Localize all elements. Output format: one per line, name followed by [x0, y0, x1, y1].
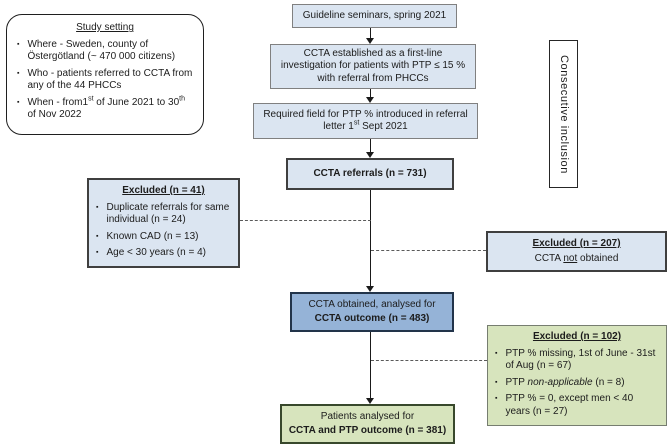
final-outcome-line2: CCTA and PTP outcome (n = 381): [288, 424, 447, 436]
ccta-referrals-text: CCTA referrals (n = 731): [313, 167, 427, 179]
bullet-icon: ▪: [17, 98, 20, 106]
ccta-established-box: CCTA established as a first-line investi…: [270, 44, 476, 89]
ccta-established-text: CCTA established as a first-line investi…: [280, 47, 466, 84]
ccta-obtained-line1: CCTA obtained, analysed for: [308, 299, 436, 310]
list-item: ▪ Who - patients referred to CCTA from a…: [17, 68, 193, 93]
bullet-icon: ▪: [495, 395, 498, 402]
dashed-connector-excluded-41: [240, 220, 371, 221]
ccta-obtained-line2: CCTA outcome (n = 483): [314, 312, 430, 324]
list-item: ▪ Duplicate referrals for same individua…: [96, 202, 231, 227]
excluded-207-text: CCTA not obtained: [534, 252, 619, 264]
final-outcome-box: Patients analysed for CCTA and PTP outco…: [280, 404, 455, 444]
list-item: ▪ Known CAD (n = 13): [96, 231, 231, 244]
bullet-icon: ▪: [495, 349, 498, 357]
list-item: ▪ PTP % missing, 1st of June - 31st of A…: [495, 348, 659, 373]
excluded-207-title: Excluded (n = 207): [532, 238, 621, 249]
final-outcome-line1: Patients analysed for: [320, 411, 415, 422]
excluded-207-box: Excluded (n = 207) CCTA not obtained: [486, 231, 667, 272]
down-arrow-icon: [366, 28, 375, 44]
list-item: ▪ Age < 30 years (n = 4): [96, 247, 231, 260]
bullet-icon: ▪: [96, 232, 99, 240]
dashed-connector-excluded-207: [371, 250, 486, 251]
bullet-icon: ▪: [495, 378, 498, 386]
excluded-102-panel: Excluded (n = 102) ▪ PTP % missing, 1st …: [487, 325, 667, 426]
bullet-icon: ▪: [96, 249, 99, 256]
consecutive-inclusion-box: Consecutive inclusion: [549, 40, 578, 188]
excluded-41-panel: Excluded (n = 41) ▪ Duplicate referrals …: [87, 178, 240, 268]
list-item: ▪ PTP non-applicable (n = 8): [495, 377, 659, 390]
list-item-text: Age < 30 years (n = 4): [106, 247, 206, 258]
ccta-obtained-box: CCTA obtained, analysed for CCTA outcome…: [290, 292, 454, 332]
list-item-text: PTP % missing, 1st of June - 31st of Aug…: [505, 347, 656, 372]
down-arrow-icon: [366, 332, 375, 404]
list-item-text: PTP non-applicable (n = 8): [505, 376, 625, 388]
study-setting-panel: Study setting ▪ Where - Sweden, county o…: [6, 14, 204, 135]
list-item-text: PTP % = 0, except men < 40 years (n = 27…: [505, 393, 634, 417]
list-item-text: Where - Sweden, county of Östergötland (…: [27, 38, 176, 63]
dashed-connector-excluded-102: [371, 360, 487, 361]
down-arrow-icon: [366, 139, 375, 158]
down-arrow-icon: [366, 190, 375, 292]
bullet-icon: ▪: [17, 40, 20, 48]
excluded-41-title: Excluded (n = 41): [122, 185, 205, 196]
required-field-box: Required field for PTP % introduced in r…: [253, 103, 478, 139]
list-item: ▪ Where - Sweden, county of Östergötland…: [17, 39, 193, 64]
consecutive-inclusion-text: Consecutive inclusion: [557, 54, 570, 174]
list-item: ▪ PTP % = 0, except men < 40 years (n = …: [495, 393, 659, 418]
guideline-seminars-box: Guideline seminars, spring 2021: [292, 4, 457, 28]
excluded-102-title: Excluded (n = 102): [532, 331, 622, 342]
study-setting-title: Study setting: [76, 22, 134, 33]
list-item-text: Duplicate referrals for same individual …: [106, 201, 230, 226]
bullet-icon: ▪: [17, 69, 20, 77]
ccta-referrals-box: CCTA referrals (n = 731): [286, 158, 454, 190]
list-item-text: Known CAD (n = 13): [106, 230, 199, 242]
guideline-seminars-text: Guideline seminars, spring 2021: [302, 9, 447, 21]
list-item-text: When - from1st of June 2021 to 30th of N…: [27, 95, 185, 120]
bullet-icon: ▪: [96, 203, 99, 211]
down-arrow-icon: [366, 89, 375, 103]
list-item-text: Who - patients referred to CCTA from any…: [27, 67, 193, 92]
list-item: ▪ When - from1st of June 2021 to 30th of…: [17, 95, 193, 122]
required-field-text: Required field for PTP % introduced in r…: [263, 108, 468, 133]
